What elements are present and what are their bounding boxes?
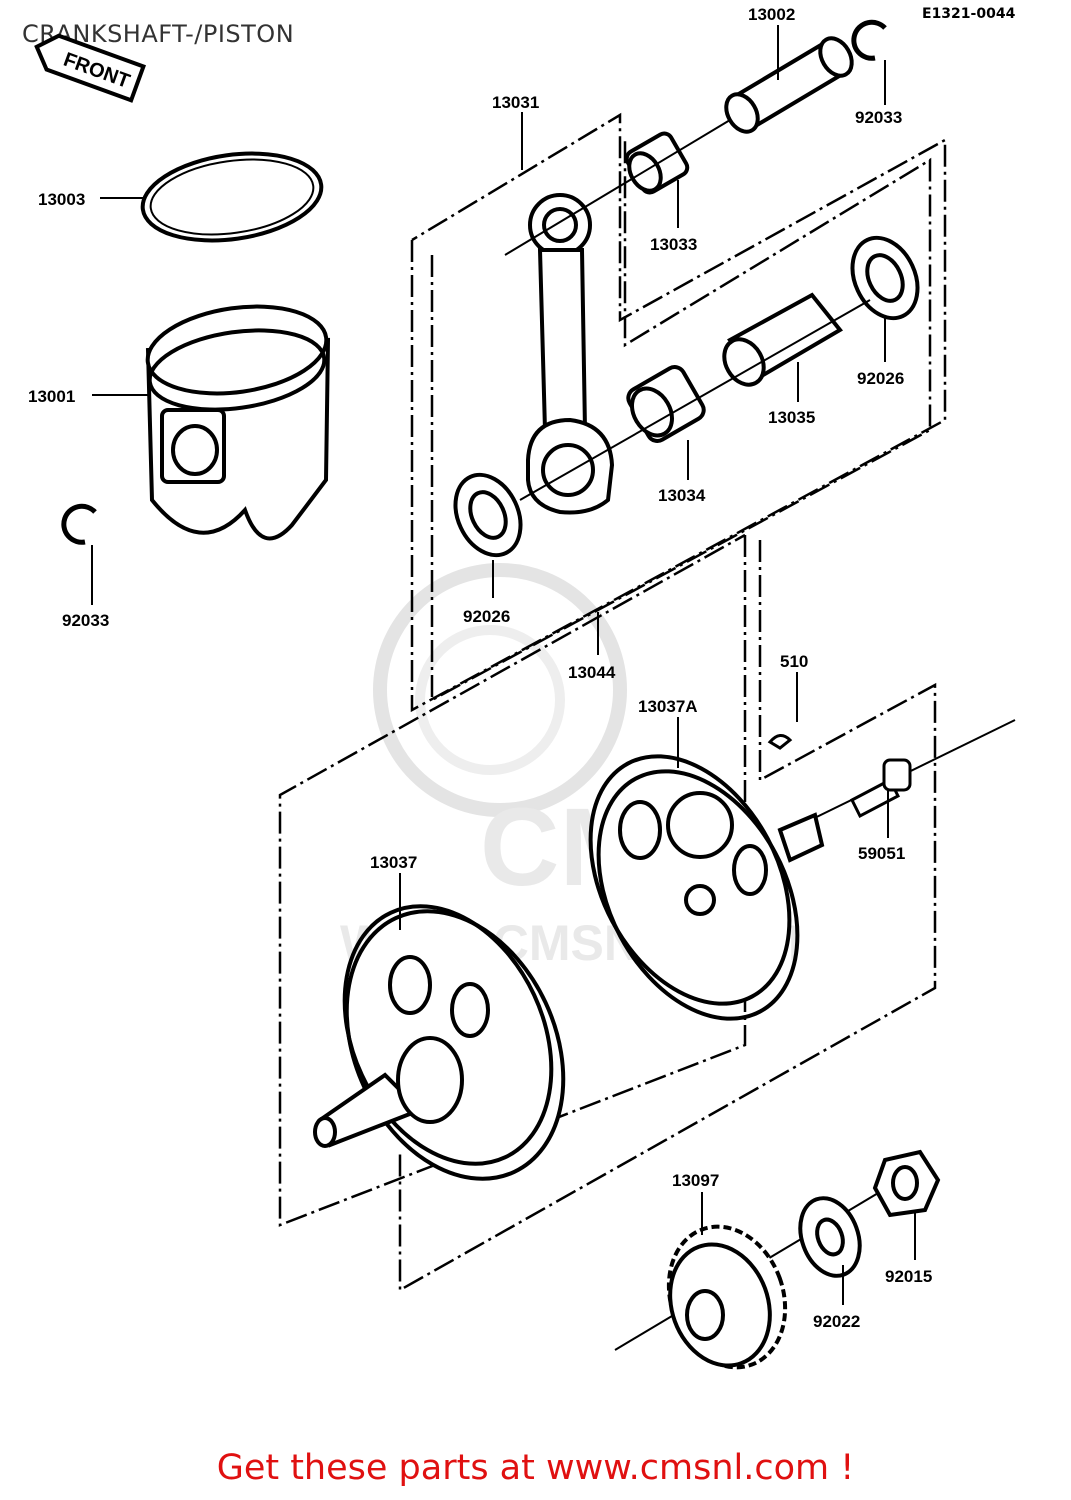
leader-lines — [91, 25, 916, 1305]
circlip-left-icon — [61, 503, 97, 545]
part-label[interactable]: 92022 — [813, 1312, 860, 1331]
part-label[interactable]: 13033 — [650, 235, 697, 254]
footer-cta-link[interactable]: Get these parts at www.cmsnl.com ! — [216, 1448, 855, 1488]
parts-diagram: CMS WWW.CMSNL.COM FRONT — [28, 5, 1016, 1370]
crank-pin-icon — [722, 292, 844, 387]
part-label[interactable]: 13003 — [38, 190, 85, 209]
crank-half-left-icon — [313, 904, 566, 1181]
assembly-outlines — [278, 112, 947, 1293]
stud-59051-icon — [850, 758, 912, 819]
part-label[interactable]: 13037 — [370, 853, 417, 872]
part-label[interactable]: 13031 — [492, 93, 539, 112]
part-label[interactable]: 510 — [780, 652, 808, 671]
part-label[interactable]: 13037A — [638, 697, 698, 716]
crank-half-right-icon — [588, 754, 825, 1021]
part-label[interactable]: 13034 — [658, 486, 706, 505]
part-label[interactable]: 13002 — [748, 5, 795, 24]
part-label[interactable]: 13001 — [28, 387, 75, 406]
piston-pin-icon — [724, 36, 854, 134]
part-label[interactable]: 92026 — [463, 607, 510, 626]
part-labels: 13002 92033 13031 13003 13033 13001 9202… — [28, 5, 932, 1331]
woodruff-key-icon — [767, 734, 793, 750]
part-label[interactable]: 92026 — [857, 369, 904, 388]
piston-ring-icon — [140, 151, 324, 243]
part-label[interactable]: 59051 — [858, 844, 905, 863]
part-label[interactable]: 13035 — [768, 408, 815, 427]
nut-92015-icon — [872, 1149, 941, 1218]
part-label[interactable]: 13097 — [672, 1171, 719, 1190]
front-arrow-icon: FRONT — [34, 33, 147, 103]
big-end-bearing-icon — [626, 365, 706, 443]
part-label[interactable]: 92033 — [62, 611, 109, 630]
part-label[interactable]: 92015 — [885, 1267, 932, 1286]
part-label[interactable]: 92033 — [855, 108, 902, 127]
thrust-washer-upper-icon — [850, 235, 920, 321]
piston-icon — [145, 304, 331, 541]
diagram-code: E1321-0044 — [922, 6, 1016, 22]
part-label[interactable]: 13044 — [568, 663, 616, 682]
primary-gear-icon — [666, 1224, 788, 1370]
thrust-washer-lower-icon — [453, 472, 523, 558]
circlip-top-icon — [851, 19, 887, 61]
connecting-rod-icon — [526, 193, 615, 515]
